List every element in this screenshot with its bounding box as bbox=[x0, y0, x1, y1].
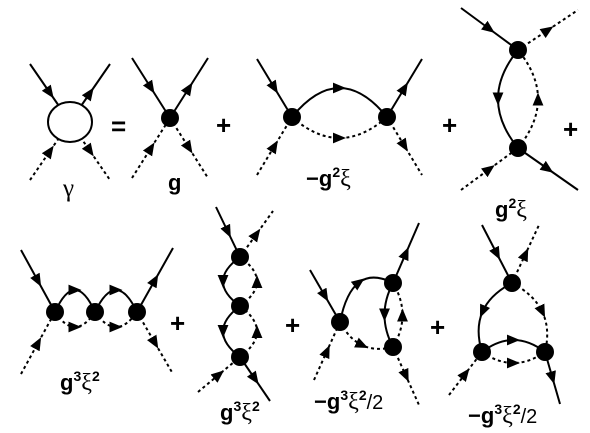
dashed-propagator-line bbox=[131, 117, 171, 179]
coefficient-g2-xi: g2ξ bbox=[495, 195, 527, 223]
coefficient-g3-xi2: g3ξ2 bbox=[60, 368, 100, 396]
solid-propagator-line bbox=[131, 57, 171, 119]
solid-loop-propagator bbox=[217, 305, 241, 358]
solid-propagator-line bbox=[392, 222, 420, 284]
plus-sign: + bbox=[563, 114, 579, 144]
interaction-vertex-dot bbox=[331, 313, 349, 331]
dashed-loop-propagator bbox=[339, 321, 394, 350]
solid-loop-propagator bbox=[217, 256, 241, 307]
plus-sign: + bbox=[285, 310, 301, 340]
solid-loop-propagator bbox=[94, 284, 138, 313]
dashed-propagator-line bbox=[511, 224, 540, 284]
solid-propagator-line bbox=[136, 247, 174, 313]
equals-sign: = bbox=[111, 111, 127, 141]
plus-sign: + bbox=[216, 110, 232, 140]
coefficient-neg-g3-xi2-half: −g3ξ2/2 bbox=[468, 401, 538, 429]
interaction-vertex-dot bbox=[378, 108, 396, 126]
dashed-propagator-line bbox=[169, 117, 209, 179]
solid-loop-propagator bbox=[54, 284, 96, 313]
plus-sign: + bbox=[442, 110, 458, 140]
solid-propagator-line bbox=[544, 351, 561, 405]
dashed-propagator-line bbox=[386, 116, 423, 176]
interaction-vertex-dot bbox=[231, 348, 249, 366]
interaction-vertex-dot bbox=[473, 343, 491, 361]
interaction-vertex-dot bbox=[86, 303, 104, 321]
interaction-vertex-dot bbox=[161, 109, 179, 127]
interaction-vertex-dot bbox=[128, 303, 146, 321]
solid-propagator-line bbox=[256, 58, 293, 118]
interaction-vertex-dot bbox=[283, 108, 301, 126]
dashed-loop-propagator bbox=[94, 311, 138, 333]
dashed-loop-propagator bbox=[291, 116, 388, 144]
solid-propagator-line bbox=[215, 206, 241, 258]
solid-loop-propagator bbox=[492, 49, 519, 149]
dashed-loop-propagator bbox=[481, 351, 546, 369]
solid-propagator-line bbox=[386, 58, 423, 118]
dashed-loop-propagator bbox=[239, 305, 263, 358]
interaction-vertex-dot bbox=[503, 274, 521, 292]
dashed-propagator-line bbox=[136, 311, 174, 375]
interaction-vertex-dot bbox=[231, 297, 249, 315]
interaction-vertex-dot bbox=[384, 274, 402, 292]
dashed-propagator-line bbox=[392, 346, 420, 406]
solid-propagator-line bbox=[20, 249, 56, 313]
interaction-vertex-dot bbox=[509, 41, 527, 59]
dashed-propagator-line bbox=[460, 147, 519, 191]
solid-propagator-line bbox=[169, 57, 209, 119]
interaction-vertex-dot bbox=[536, 343, 554, 361]
dashed-loop-propagator bbox=[511, 282, 549, 353]
solid-propagator-line bbox=[309, 269, 341, 323]
solid-loop-propagator bbox=[339, 276, 394, 323]
solid-propagator-line bbox=[481, 224, 513, 284]
interaction-vertex-dot bbox=[231, 248, 249, 266]
dashed-loop-propagator bbox=[54, 311, 96, 333]
plus-sign: + bbox=[170, 308, 186, 338]
dashed-loop-propagator bbox=[392, 282, 408, 348]
coefficient-g3-xi2: g3ξ2 bbox=[220, 398, 260, 426]
full-vertex-circle bbox=[47, 101, 93, 143]
coefficient-neg-g3-xi2-half: −g3ξ2/2 bbox=[314, 387, 384, 415]
solid-loop-propagator bbox=[481, 334, 546, 353]
interaction-vertex-dot bbox=[509, 139, 527, 157]
vertex-gamma-label: γ bbox=[63, 175, 75, 202]
dashed-propagator-line bbox=[20, 311, 56, 375]
coefficient-neg-g2-xi: −g2ξ bbox=[306, 164, 351, 192]
dashed-propagator-line bbox=[313, 321, 341, 381]
coefficient-g: g bbox=[168, 170, 182, 195]
interaction-vertex-dot bbox=[46, 303, 64, 321]
solid-loop-propagator bbox=[477, 282, 513, 353]
dashed-propagator-line bbox=[256, 116, 293, 176]
solid-loop-propagator bbox=[291, 82, 388, 118]
interaction-vertex-dot bbox=[384, 338, 402, 356]
dashed-loop-propagator bbox=[517, 49, 544, 149]
dashed-propagator-line bbox=[517, 9, 579, 51]
dashed-loop-propagator bbox=[239, 256, 263, 307]
solid-propagator-line bbox=[460, 7, 519, 51]
solid-propagator-line bbox=[517, 147, 579, 191]
solid-loop-propagator bbox=[379, 282, 394, 348]
plus-sign: + bbox=[430, 312, 446, 342]
